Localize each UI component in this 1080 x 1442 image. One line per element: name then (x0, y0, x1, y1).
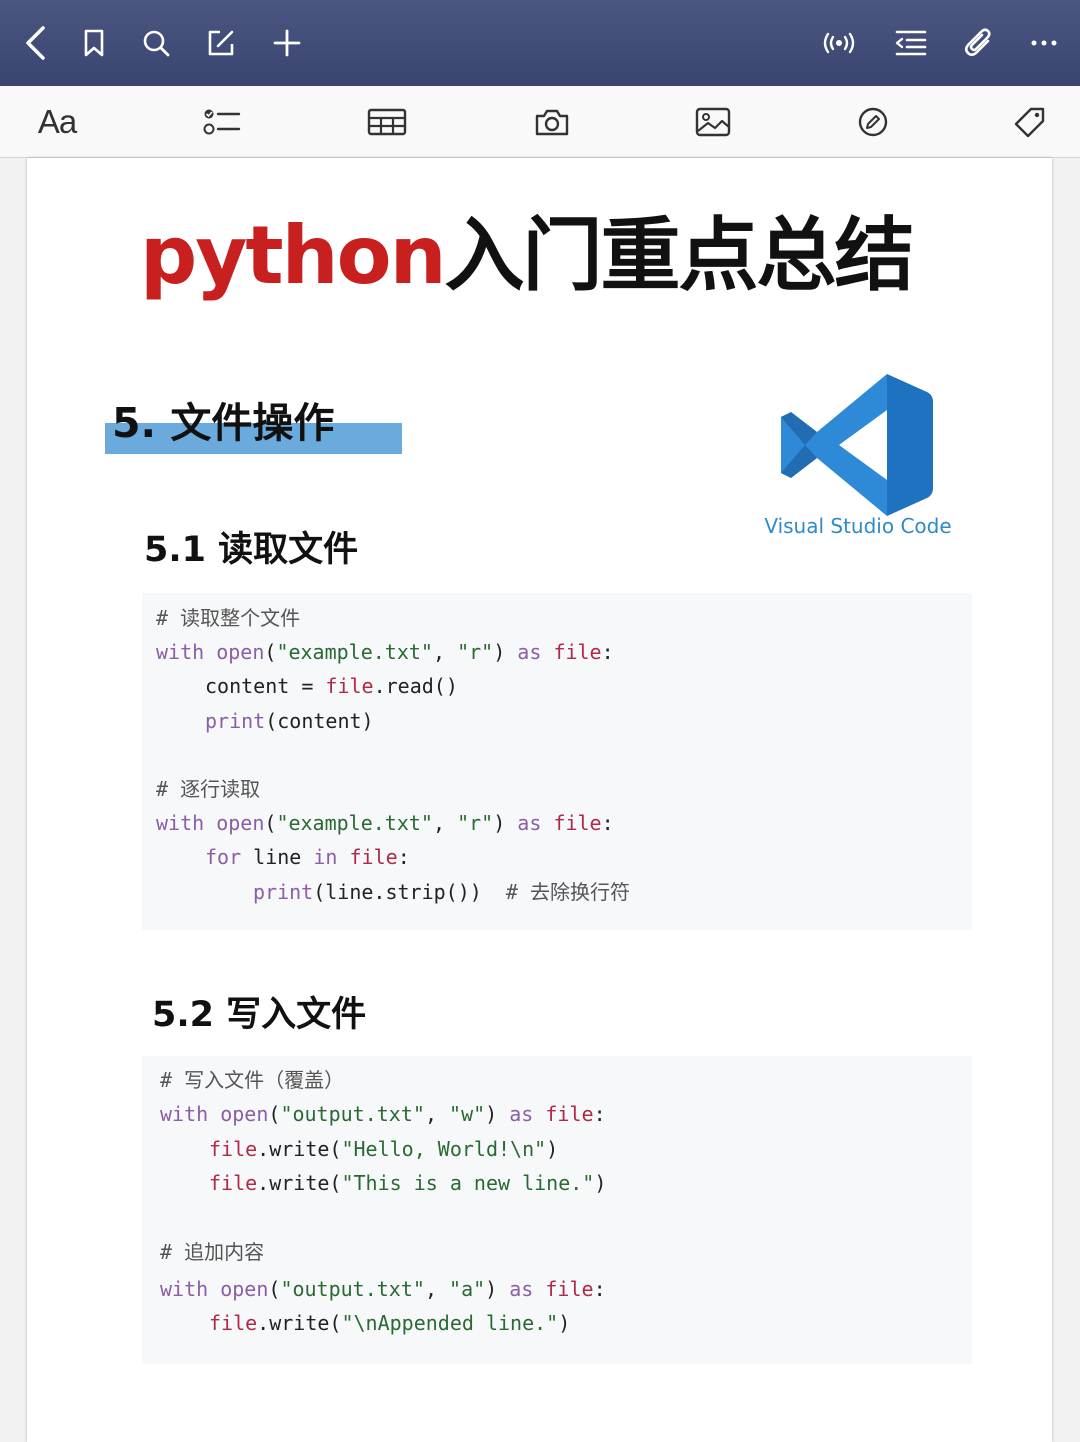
bookmark-icon[interactable] (72, 21, 116, 65)
code-line: with open("output.txt", "a") as file: (160, 1277, 606, 1301)
code-line: content = file.read() (205, 674, 458, 698)
section-title: 5. 文件操作 (112, 399, 335, 447)
attachment-icon[interactable] (957, 21, 1001, 65)
code-line: print(line.strip()) # 去除换行符 (253, 880, 630, 904)
vscode-logo-icon (765, 370, 955, 545)
page-title: python入门重点总结 (140, 206, 960, 306)
code-comment: # 写入文件（覆盖） (160, 1068, 345, 1092)
code-line: file.write("\nAppended line.") (209, 1311, 571, 1335)
subsection-title-write: 5.2 写入文件 (152, 995, 367, 1035)
outline-icon[interactable] (889, 21, 933, 65)
font-format-label: Aa (37, 103, 77, 140)
code-line: for line in file: (205, 845, 410, 869)
code-comment: # 读取整个文件 (156, 606, 301, 630)
vscode-logo-text: Visual Studio Code (764, 514, 952, 538)
code-line: file.write("Hello, World!\n") (209, 1137, 559, 1161)
broadcast-icon[interactable] (817, 21, 861, 65)
more-icon[interactable] (1022, 21, 1066, 65)
section-highlight-bar (105, 423, 402, 454)
edit-icon[interactable] (199, 21, 243, 65)
add-icon[interactable] (265, 21, 309, 65)
code-comment: # 追加内容 (160, 1240, 265, 1264)
pen-icon[interactable] (849, 98, 897, 146)
search-icon[interactable] (134, 21, 178, 65)
code-line: with open("example.txt", "r") as file: (156, 811, 614, 835)
back-icon[interactable] (14, 21, 58, 65)
title-en: python (140, 209, 447, 302)
code-line: with open("output.txt", "w") as file: (160, 1102, 606, 1126)
format-toolbar: Aa (0, 86, 1080, 158)
code-block-read: # 读取整个文件 with open("example.txt", "r") a… (142, 593, 972, 930)
code-comment: # 逐行读取 (156, 777, 261, 801)
camera-icon[interactable] (528, 98, 576, 146)
top-nav-bar (0, 0, 1080, 86)
font-format-button[interactable]: Aa (33, 98, 81, 146)
section-heading: 5. 文件操作 (105, 393, 405, 458)
subsection-title-read: 5.1 读取文件 (144, 530, 359, 570)
title-zh: 入门重点总结 (444, 209, 915, 302)
code-line: file.write("This is a new line.") (209, 1171, 607, 1195)
document-page: python入门重点总结 5. 文件操作 Visual Studio Code … (27, 158, 1052, 1442)
table-icon[interactable] (363, 98, 411, 146)
tag-icon[interactable] (1006, 98, 1054, 146)
code-line: with open("example.txt", "r") as file: (156, 640, 614, 664)
code-line: print(content) (205, 709, 374, 733)
image-icon[interactable] (689, 98, 737, 146)
code-block-write: # 写入文件（覆盖） with open("output.txt", "w") … (142, 1056, 972, 1364)
checklist-icon[interactable] (198, 98, 246, 146)
